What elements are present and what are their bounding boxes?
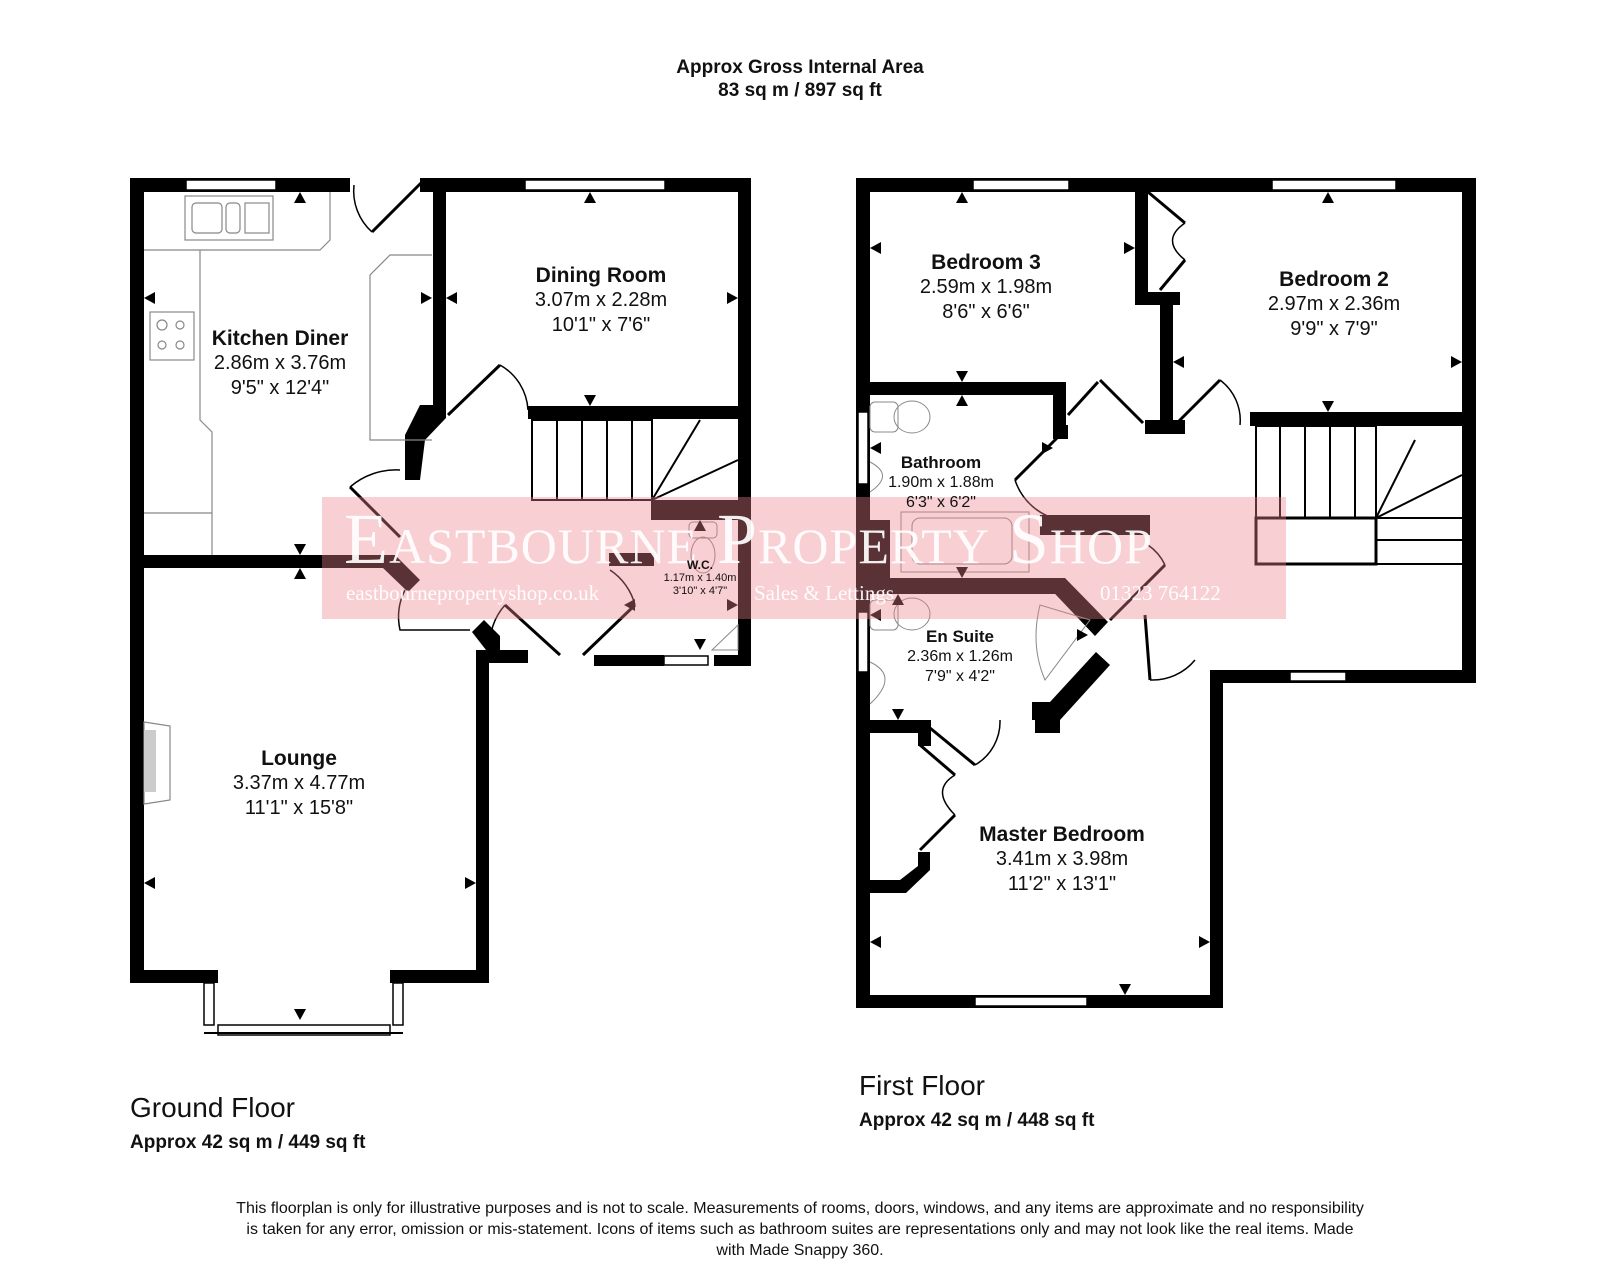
first-floor-name: First Floor bbox=[859, 1070, 985, 1101]
ground-floor-area: Approx 42 sq m / 449 sq ft bbox=[130, 1132, 366, 1153]
room-kitchen-diner: Kitchen Diner 2.86m x 3.76m 9'5" x 12'4" bbox=[211, 327, 349, 399]
room-en-suite: En Suite 2.36m x 1.26m 7'9" x 4'2" bbox=[907, 627, 1013, 685]
ground-floor-name: Ground Floor bbox=[130, 1092, 295, 1123]
measurement-markers bbox=[144, 192, 1462, 1020]
first-floor-area: Approx 42 sq m / 448 sq ft bbox=[859, 1110, 1095, 1131]
watermark-brand: Eastbourne Property Shop bbox=[344, 499, 1153, 579]
first-floor-doors bbox=[918, 190, 1241, 852]
room-dining-room: Dining Room 3.07m x 2.28m 10'1" x 7'6" bbox=[534, 264, 668, 336]
room-bedroom-3: Bedroom 3 2.59m x 1.98m 8'6" x 6'6" bbox=[919, 251, 1053, 323]
room-lounge: Lounge 3.37m x 4.77m 11'1" x 15'8" bbox=[232, 747, 366, 819]
watermark-tagline: Sales & Lettings bbox=[754, 581, 894, 605]
first-floor-windows bbox=[857, 179, 1397, 1007]
first-stairs bbox=[1254, 425, 1463, 566]
first-floor-caption: First Floor Approx 42 sq m / 448 sq ft bbox=[859, 1070, 1094, 1132]
gross-area-header: Approx Gross Internal Area 83 sq m / 897… bbox=[0, 56, 1600, 102]
ground-floor-doors bbox=[348, 180, 637, 657]
watermark-url: eastbournepropertyshop.co.uk bbox=[346, 581, 600, 605]
room-bedroom-2: Bedroom 2 2.97m x 2.36m 9'9" x 7'9" bbox=[1267, 268, 1401, 340]
gross-area-total: 83 sq m / 897 sq ft bbox=[718, 80, 882, 101]
ground-stairs bbox=[531, 419, 739, 501]
room-bathroom: Bathroom 1.90m x 1.88m 6'3" x 6'2" bbox=[888, 453, 994, 511]
watermark-phone: 01323 764122 bbox=[1100, 581, 1221, 605]
room-wc: W.C. 1.17m x 1.40m 3'10" x 4'7" bbox=[663, 558, 737, 597]
ground-floor-windows bbox=[185, 179, 709, 1036]
kitchen-fixtures bbox=[143, 192, 432, 805]
ground-floor-caption: Ground Floor Approx 42 sq m / 449 sq ft bbox=[130, 1092, 365, 1154]
gross-area-title: Approx Gross Internal Area bbox=[676, 57, 924, 78]
agency-watermark: Eastbourne Property Shop eastbourneprope… bbox=[322, 497, 1286, 619]
disclaimer-text: This floorplan is only for illustrative … bbox=[236, 1200, 1364, 1259]
room-master-bedroom: Master Bedroom 3.41m x 3.98m 11'2" x 13'… bbox=[979, 823, 1145, 895]
